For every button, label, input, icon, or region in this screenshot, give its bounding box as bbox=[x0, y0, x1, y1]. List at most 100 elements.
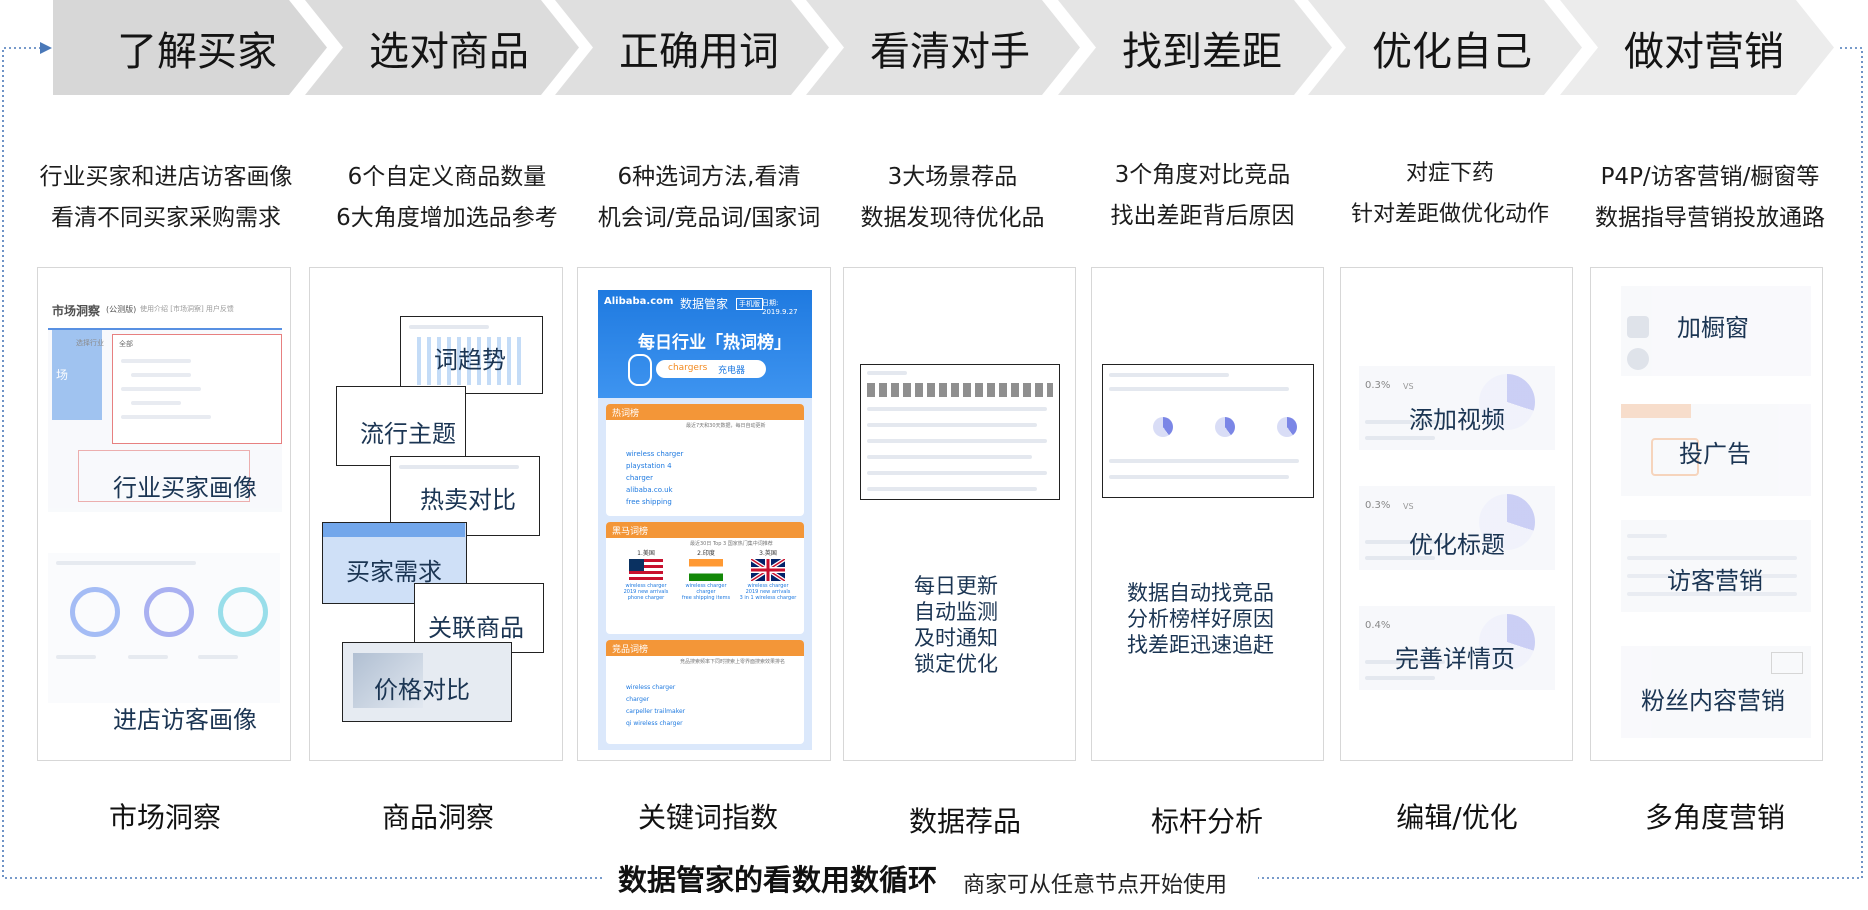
section-title: 热词榜 bbox=[612, 409, 640, 419]
stat-value: 0.3% bbox=[1365, 380, 1391, 391]
keyword-date: 日期: 2019.9.27 bbox=[762, 299, 798, 316]
marketing-card bbox=[1621, 520, 1811, 612]
step-title: 做对营销 bbox=[1624, 28, 1784, 75]
keyword-item: charger bbox=[626, 696, 650, 703]
market-screenshot-header: 市场洞察 (公测版) 使用介绍 [市场洞察] 用户反馈 bbox=[48, 290, 282, 330]
footer-subtitle: 商家可从任意节点开始使用 bbox=[963, 873, 1228, 898]
module-label-optimize: 编辑/优化 bbox=[1396, 801, 1518, 834]
product-card-price bbox=[342, 642, 512, 722]
overlay-label: 词趋势 bbox=[434, 346, 506, 374]
vs-label: VS bbox=[1403, 502, 1414, 511]
desc-line: 数据发现待优化品 bbox=[860, 205, 1045, 231]
benchmark-features: 数据自动找竞品 分析榜样好原因 找差距迅速追赶 bbox=[1127, 580, 1274, 658]
keyword-item: wireless charger bbox=[626, 450, 684, 458]
market-filter-value: 全部 bbox=[119, 340, 133, 348]
product-card-trend bbox=[400, 316, 543, 394]
section-note: 竞品搜索频率下同时搜索上零界面搜索效果排名 bbox=[680, 659, 786, 665]
market-filter-dropdown: 全部 bbox=[112, 334, 282, 444]
desc-line: 行业买家和进店访客画像 bbox=[39, 164, 293, 190]
desc-line: 找出差距背后原因 bbox=[1110, 203, 1295, 229]
market-filter-label: 选择行业 bbox=[76, 339, 104, 347]
step-title: 选对商品 bbox=[369, 28, 529, 75]
market-screenshot-tag: (公测版) bbox=[106, 305, 137, 314]
overlay-label: 访客营销 bbox=[1667, 567, 1763, 595]
country-name: 1.美国 bbox=[637, 550, 655, 557]
overlay-label: 完善详情页 bbox=[1395, 645, 1515, 673]
country-name: 2.印度 bbox=[697, 550, 715, 557]
overlay-label: 优化标题 bbox=[1409, 531, 1505, 559]
desc-line: 6大角度增加选品参考 bbox=[336, 205, 558, 231]
section-note: 最近30日 Top 3 国家热门集中词推荐 bbox=[690, 541, 773, 547]
pie-chart bbox=[1215, 417, 1235, 437]
country-word: phone charger bbox=[627, 595, 665, 601]
country-word: 2019 new arrivals bbox=[623, 589, 669, 595]
overlay-label: 流行主题 bbox=[360, 420, 456, 448]
market-screenshot-title: 市场洞察 bbox=[52, 304, 101, 318]
section-note: 最近7天和30天数据，每日自动更新 bbox=[686, 423, 766, 429]
step-title: 找到差距 bbox=[1122, 28, 1282, 75]
module-label-market: 市场洞察 bbox=[108, 801, 221, 834]
pie-chart bbox=[1479, 494, 1535, 550]
step-description-4: 3大场景荐品 数据发现待优化品 bbox=[850, 157, 1055, 239]
pie-chart bbox=[1153, 417, 1173, 437]
keyword-item: qi wireless charger bbox=[626, 720, 683, 727]
donut-chart bbox=[144, 587, 194, 637]
recommend-features: 每日更新 自动监测 及时通知 锁定优化 bbox=[914, 573, 998, 677]
desc-line: 3大场景荐品 bbox=[887, 164, 1018, 190]
module-label-benchmark: 标杆分析 bbox=[1150, 805, 1263, 838]
desc-line: 机会词/竞品词/国家词 bbox=[597, 205, 821, 231]
pie-chart bbox=[1277, 417, 1297, 437]
overlay-label: 添加视频 bbox=[1409, 406, 1505, 434]
step-title: 了解买家 bbox=[117, 28, 277, 75]
panel-optimize: 0.3% VS 0.3% VS 0.4% 添加视频 优化标题 完善详情页 bbox=[1340, 267, 1573, 761]
optimize-card: 0.3% VS bbox=[1359, 366, 1555, 450]
keyword-product: 数据管家 bbox=[680, 297, 729, 311]
product-card-buyer bbox=[322, 522, 467, 604]
benchmark-screenshot bbox=[1102, 364, 1314, 498]
country-word: wireless charger bbox=[625, 583, 667, 589]
country-column: 1.美国 wireless charger 2019 new arrivals … bbox=[616, 548, 676, 632]
step-title: 优化自己 bbox=[1372, 28, 1532, 75]
overlay-label: 关联商品 bbox=[428, 614, 524, 642]
module-label-product: 商品洞察 bbox=[381, 801, 494, 834]
footer-title: 数据管家的看数用数循环 bbox=[618, 863, 938, 897]
feature-line: 数据自动找竞品 bbox=[1127, 581, 1274, 605]
feature-line: 找差距迅速追赶 bbox=[1127, 633, 1274, 657]
stat-value: 0.3% bbox=[1365, 500, 1391, 511]
overlay-label: 粉丝内容营销 bbox=[1641, 687, 1785, 715]
country-word: free shipping items bbox=[681, 595, 731, 601]
optimize-card: 0.3% VS bbox=[1359, 486, 1555, 570]
market-highlight bbox=[78, 450, 250, 502]
step-description-7: P4P/访客营销/橱窗等 数据指导营销投放通路 bbox=[1585, 157, 1835, 239]
desc-line: 3个角度对比竞品 bbox=[1114, 162, 1291, 188]
step-chevron-6: 优化自己 bbox=[1308, 0, 1582, 95]
charger-icon bbox=[628, 354, 652, 386]
desc-line: 6种选词方法,看清 bbox=[617, 164, 801, 190]
keyword-item: charger bbox=[626, 474, 653, 482]
market-side-label: 场 bbox=[56, 368, 69, 382]
step-title: 看清对手 bbox=[870, 28, 1030, 75]
overlay-label: 进店访客画像 bbox=[113, 706, 257, 734]
loop-arrowhead bbox=[40, 42, 52, 54]
flag-india-icon bbox=[689, 559, 723, 581]
market-screenshot: 市场洞察 (公测版) 使用介绍 [市场洞察] 用户反馈 场 选择行业 全部 bbox=[48, 290, 282, 512]
donut-chart bbox=[218, 587, 268, 637]
module-label-keyword: 关键词指数 bbox=[637, 801, 778, 834]
panel-product-insight: 词趋势 流行主题 热卖对比 买家需求 关联商品 价格对比 bbox=[309, 267, 563, 761]
market-screenshot-subtitle: 使用介绍 [市场洞察] 用户反馈 bbox=[140, 305, 234, 313]
country-word: wireless charger bbox=[747, 583, 789, 589]
desc-line: 6个自定义商品数量 bbox=[347, 164, 547, 190]
country-name: 3.英国 bbox=[759, 550, 777, 557]
country-column: 2.印度 wireless charger charger free shipp… bbox=[676, 548, 736, 632]
overlay-label: 加橱窗 bbox=[1677, 314, 1749, 342]
vs-label: VS bbox=[1403, 382, 1414, 391]
alibaba-logo: Alibaba.com bbox=[604, 296, 674, 307]
section-title: 黑马词榜 bbox=[612, 527, 649, 537]
donut-chart bbox=[70, 587, 120, 637]
step-chevron-5: 找到差距 bbox=[1058, 0, 1332, 95]
section-title: 竞品词榜 bbox=[612, 645, 649, 655]
country-column: 3.英国 wireless charger 2019 new arrivals … bbox=[736, 548, 800, 632]
module-label-marketing: 多角度营销 bbox=[1644, 801, 1785, 834]
